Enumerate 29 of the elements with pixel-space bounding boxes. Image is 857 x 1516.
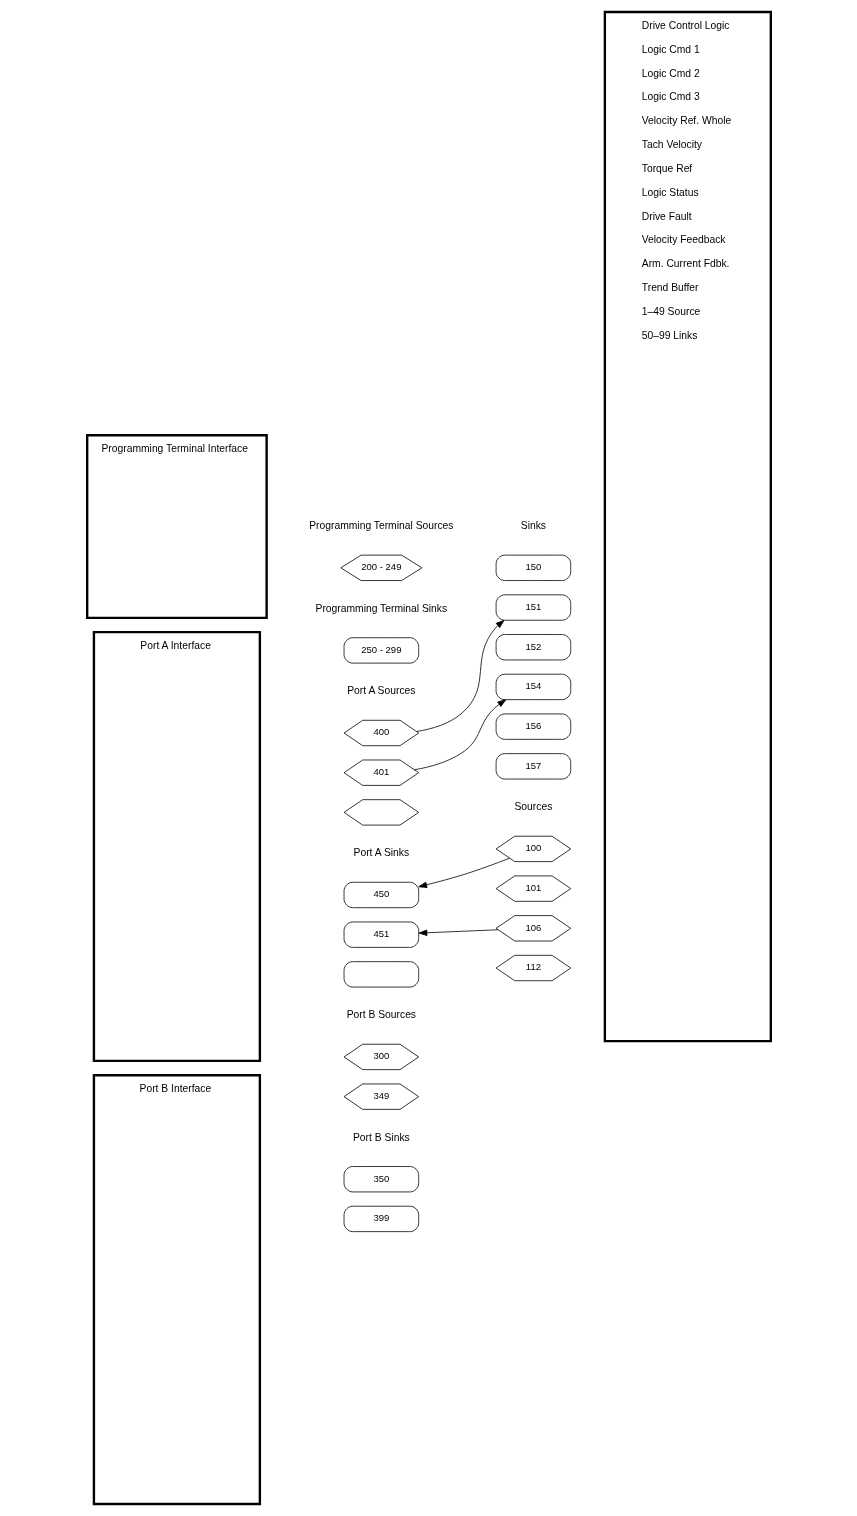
node-box: 450: [343, 881, 419, 909]
label: Port B Sinks: [352, 1131, 410, 1143]
node-hexagon: [343, 799, 419, 826]
label: Sinks: [520, 520, 546, 532]
node-box: 156: [495, 713, 571, 740]
node-box: 151: [495, 594, 571, 621]
node-box: 150: [495, 554, 571, 581]
node-box: 250 - 299: [343, 637, 419, 664]
arrow: [415, 620, 504, 732]
node-box: 152: [495, 634, 571, 661]
label: Programming Terminal Sinks: [315, 602, 447, 614]
node-box: Drive Control Logic Logic Cmd 1 Logic Cmd 2 Logic Cmd 3 Velocity Ref. Whole Tach Velocity Torque Ref Logic Status Drive Fault Velocity Feedback Arm. Current Fdbk. Trend Buffer 1–49 Source 50–99 Links: [603, 10, 772, 1043]
label: Sources: [513, 801, 552, 813]
label: Programming Terminal Sources: [308, 520, 453, 532]
label: Port A Sources: [346, 685, 415, 697]
arrow: [413, 699, 506, 771]
label: Port B Sources: [346, 1009, 416, 1021]
node-box: Programming Terminal Interface: [85, 434, 268, 620]
arrow: [418, 929, 498, 936]
arrow: [417, 857, 510, 888]
node-oval: [343, 961, 419, 988]
node-box: 157: [495, 753, 571, 780]
node-box: 350: [343, 1166, 419, 1193]
node-box: Port B Interface: [92, 1074, 261, 1506]
node-box: 154: [495, 673, 571, 701]
node-box: 399: [343, 1205, 419, 1233]
node-box: Port A Interface: [92, 630, 261, 1063]
node-box: 451: [343, 921, 419, 948]
label: Port A Sinks: [353, 847, 409, 859]
